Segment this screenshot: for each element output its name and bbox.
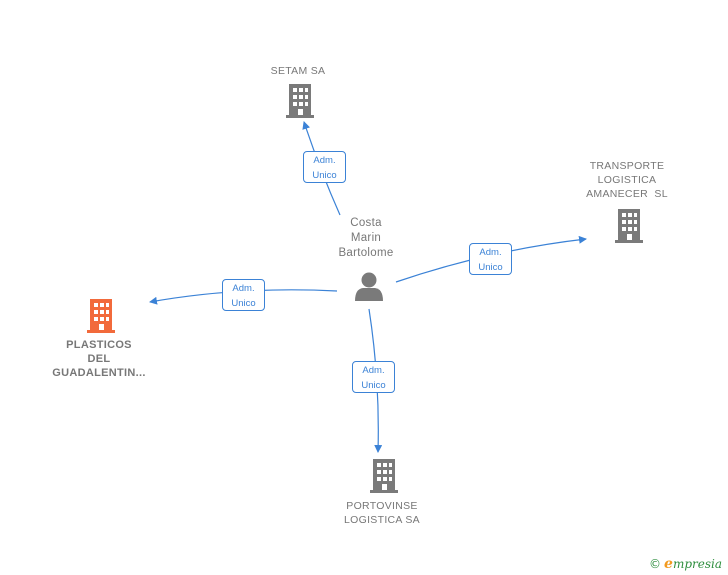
role-line: Adm. xyxy=(362,365,385,376)
role-line: Adm. xyxy=(313,155,336,166)
company-name-line: PORTOVINSE xyxy=(346,500,418,512)
role-line: Unico xyxy=(312,170,337,181)
person-label[interactable]: Costa Marin Bartolome xyxy=(316,216,416,261)
company-name-line: GUADALENTIN... xyxy=(52,367,146,379)
person-name-line: Costa xyxy=(350,217,382,229)
company-name-line: LOGISTICA SA xyxy=(344,514,420,526)
role-badge-transporte[interactable]: Adm. Unico xyxy=(469,243,512,275)
company-label-portovinse[interactable]: PORTOVINSE LOGISTICA SA xyxy=(322,499,442,527)
brand-logo-text: mpresia xyxy=(672,557,722,571)
brand-credit[interactable]: ©empresia xyxy=(649,556,722,572)
company-name-line: DEL xyxy=(87,353,111,365)
person-icon[interactable] xyxy=(355,272,383,302)
role-badge-plasticos[interactable]: Adm. Unico xyxy=(222,279,265,311)
building-icon[interactable] xyxy=(615,209,643,243)
company-label-setam[interactable]: SETAM SA xyxy=(248,64,348,78)
role-line: Adm. xyxy=(232,283,255,294)
role-badge-portovinse[interactable]: Adm. Unico xyxy=(352,361,395,393)
company-label-plasticos[interactable]: PLASTICOS DEL GUADALENTIN... xyxy=(38,338,160,380)
copyright-symbol: © xyxy=(649,557,662,571)
person-name-line: Marin xyxy=(350,232,382,244)
company-name-line: TRANSPORTE xyxy=(589,160,665,172)
company-name-line: SETAM SA xyxy=(270,65,326,77)
role-badge-setam[interactable]: Adm. Unico xyxy=(303,151,346,183)
building-icon[interactable] xyxy=(370,459,398,493)
brand-logo-initial: e xyxy=(664,556,673,572)
role-line: Unico xyxy=(361,380,386,391)
role-line: Unico xyxy=(231,298,256,309)
building-icon[interactable] xyxy=(286,84,314,118)
company-name-line: PLASTICOS xyxy=(66,339,132,351)
building-icon-highlight[interactable] xyxy=(87,299,115,333)
company-name-line: AMANECER SL xyxy=(586,188,668,200)
company-label-transporte[interactable]: TRANSPORTE LOGISTICA AMANECER SL xyxy=(572,159,682,201)
person-name-line: Bartolome xyxy=(338,247,394,259)
role-line: Adm. xyxy=(479,247,502,258)
role-line: Unico xyxy=(478,262,503,273)
company-name-line: LOGISTICA xyxy=(597,174,657,186)
